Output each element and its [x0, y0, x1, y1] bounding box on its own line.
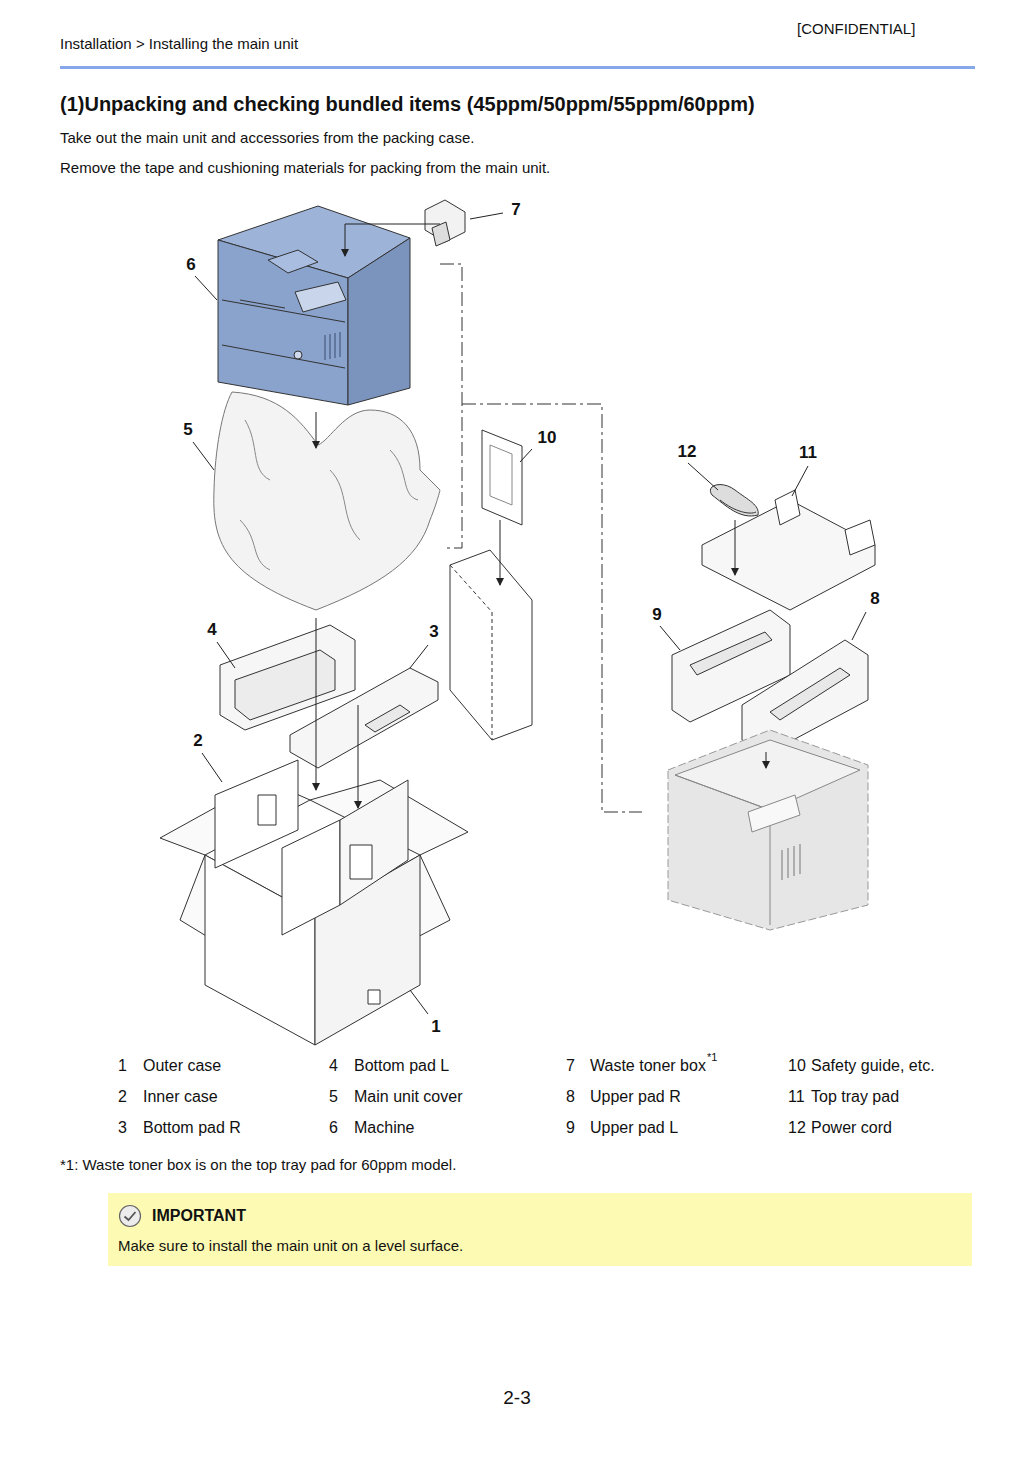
- note-body: Make sure to install the main unit on a …: [118, 1236, 960, 1256]
- exploded-view: [160, 200, 875, 1045]
- item-number: 11: [788, 1087, 805, 1106]
- item-name: Main unit cover: [354, 1087, 463, 1106]
- header-rule: [60, 66, 975, 69]
- callout-number: 2: [193, 731, 202, 751]
- item-name: Bottom pad R: [143, 1118, 241, 1137]
- item-number: 2: [118, 1087, 127, 1106]
- important-box: IMPORTANT Make sure to install the main u…: [108, 1193, 972, 1266]
- callout-number: 3: [429, 622, 438, 642]
- page-title: (1)Unpacking and checking bundled items …: [60, 92, 755, 116]
- item-number: 1: [118, 1056, 127, 1075]
- instruction-text: Remove the tape and cushioning materials…: [60, 159, 550, 177]
- page-number: 2-3: [503, 1387, 530, 1410]
- assembly-arrow: [316, 224, 766, 808]
- callout-number: 8: [870, 589, 879, 609]
- callout-number: 6: [186, 255, 195, 275]
- item-number: 9: [566, 1118, 575, 1137]
- callout-number: 12: [678, 442, 697, 462]
- item-number: 10: [788, 1056, 806, 1075]
- breadcrumb: Installation > Installing the main unit: [60, 35, 298, 53]
- note-heading-row: IMPORTANT: [118, 1204, 960, 1228]
- item-name: Upper pad L: [590, 1118, 678, 1137]
- instruction-text: Take out the main unit and accessories f…: [60, 129, 474, 147]
- callout-number: 11: [799, 443, 817, 463]
- note-heading: IMPORTANT: [152, 1207, 246, 1225]
- item-number: 12: [788, 1118, 806, 1137]
- item-number: 7: [566, 1056, 575, 1075]
- item-name: Bottom pad L: [354, 1056, 449, 1075]
- footnote-mark: *1: [707, 1051, 717, 1064]
- item-number: 6: [329, 1118, 338, 1137]
- item-name: Waste toner box: [590, 1056, 706, 1075]
- callout-number: 5: [183, 420, 192, 440]
- item-name: Machine: [354, 1118, 414, 1137]
- leader-line: [193, 213, 866, 1014]
- item-name: Upper pad R: [590, 1087, 681, 1106]
- item-number: 5: [329, 1087, 338, 1106]
- callout-number: 4: [207, 620, 216, 640]
- item-name: Safety guide, etc.: [811, 1056, 935, 1075]
- callout-number: 1: [431, 1017, 440, 1037]
- callout-number: 7: [511, 200, 520, 220]
- guide-line: [440, 264, 642, 812]
- item-name: Outer case: [143, 1056, 221, 1075]
- item-name: Top tray pad: [811, 1087, 899, 1106]
- confidential-mark: [CONFIDENTIAL]: [797, 20, 915, 38]
- check-icon: [118, 1204, 142, 1228]
- item-name: Inner case: [143, 1087, 218, 1106]
- item-name: Power cord: [811, 1118, 892, 1137]
- item-number: 4: [329, 1056, 338, 1075]
- item-number: 3: [118, 1118, 127, 1137]
- footnote: *1: Waste toner box is on the top tray p…: [60, 1156, 456, 1174]
- callout-number: 10: [538, 428, 557, 448]
- callout-number: 9: [652, 605, 661, 625]
- item-number: 8: [566, 1087, 575, 1106]
